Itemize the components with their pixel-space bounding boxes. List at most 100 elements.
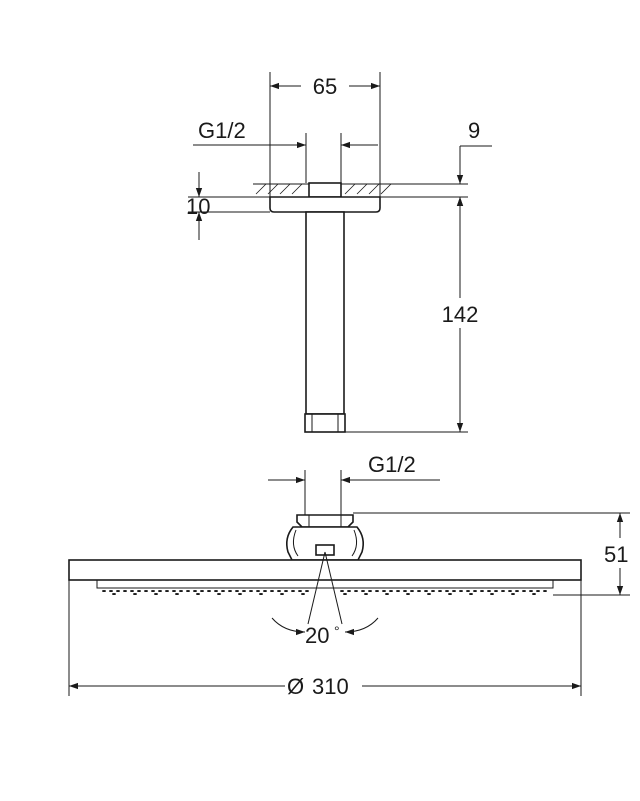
nozzle — [494, 590, 498, 592]
nozzle — [284, 590, 288, 592]
dim-142: 142 — [442, 302, 479, 327]
nozzle — [438, 590, 442, 592]
dim-51: 51 — [604, 542, 628, 567]
nozzle — [263, 590, 267, 592]
nozzle — [196, 593, 200, 595]
nozzle — [256, 590, 260, 592]
nozzle — [511, 593, 515, 595]
nozzle — [424, 590, 428, 592]
nozzle — [102, 590, 106, 592]
arm-tube — [305, 211, 345, 415]
nozzle — [431, 590, 435, 592]
nozzle — [410, 590, 414, 592]
nozzle — [228, 590, 232, 592]
spray-face — [96, 580, 554, 589]
nozzle — [396, 590, 400, 592]
nozzle — [238, 593, 242, 595]
nozzle — [291, 590, 295, 592]
nozzle — [347, 590, 351, 592]
nozzle — [487, 590, 491, 592]
nozzle — [532, 593, 536, 595]
dim-65: 65 — [313, 74, 337, 99]
nozzle — [277, 590, 281, 592]
nozzle — [480, 590, 484, 592]
nozzle — [515, 590, 519, 592]
nozzle — [179, 590, 183, 592]
thread-stub — [308, 182, 342, 198]
nozzle — [144, 590, 148, 592]
nozzle — [382, 590, 386, 592]
nozzle — [459, 590, 463, 592]
nozzle — [375, 590, 379, 592]
head-nut — [296, 514, 354, 528]
nozzle — [123, 590, 127, 592]
nozzle — [536, 590, 540, 592]
nozzle — [298, 590, 302, 592]
nozzle — [242, 590, 246, 592]
nozzle — [354, 590, 358, 592]
nozzle — [280, 593, 284, 595]
nozzle — [501, 590, 505, 592]
nozzle — [473, 590, 477, 592]
nozzle — [452, 590, 456, 592]
dim-310: 310 — [312, 674, 349, 699]
nozzle — [154, 593, 158, 595]
degree-symbol: ° — [334, 623, 340, 639]
nozzle — [343, 593, 347, 595]
dim-9: 9 — [468, 118, 480, 143]
nozzle — [490, 593, 494, 595]
dim-20: 20 — [305, 623, 329, 648]
diameter-symbol: Ø — [287, 674, 304, 699]
nozzle — [175, 593, 179, 595]
nozzle — [448, 593, 452, 595]
dim-g12-arm: G1/2 — [198, 118, 246, 143]
shower-plate — [68, 559, 582, 581]
nozzle — [116, 590, 120, 592]
dimension-arm-thread: G1/2 — [193, 118, 378, 183]
nozzle — [165, 590, 169, 592]
dimension-arm-length: 142 — [345, 197, 484, 433]
dimension-diameter: Ø 310 — [68, 580, 582, 699]
nozzle — [259, 593, 263, 595]
nozzle — [112, 593, 116, 595]
nozzle — [109, 590, 113, 592]
nozzle — [508, 590, 512, 592]
nozzle — [137, 590, 141, 592]
dimension-head-height: 51 — [353, 512, 636, 596]
nozzle — [301, 593, 305, 595]
nozzle — [522, 590, 526, 592]
nozzle — [305, 590, 309, 592]
nozzle — [466, 590, 470, 592]
dim-10: 10 — [186, 194, 210, 219]
nozzle — [529, 590, 533, 592]
nozzle — [445, 590, 449, 592]
nozzle — [193, 590, 197, 592]
dim-g12-head: G1/2 — [368, 452, 416, 477]
nozzle — [417, 590, 421, 592]
dimension-ceiling-depth: 10 — [186, 172, 270, 240]
center-nut — [315, 544, 335, 556]
nozzle — [406, 593, 410, 595]
nozzle — [270, 590, 274, 592]
nozzle — [364, 593, 368, 595]
nozzle — [133, 593, 137, 595]
nozzle — [130, 590, 134, 592]
nozzle — [427, 593, 431, 595]
nozzle — [186, 590, 190, 592]
nozzle — [200, 590, 204, 592]
nozzle — [158, 590, 162, 592]
nozzle — [217, 593, 221, 595]
nozzle — [340, 590, 344, 592]
dimension-head-thread: G1/2 — [268, 452, 440, 515]
nozzle — [469, 593, 473, 595]
arm-nut — [304, 413, 346, 433]
nozzle — [207, 590, 211, 592]
nozzle — [385, 593, 389, 595]
spray-nozzles — [102, 590, 547, 595]
nozzle — [389, 590, 393, 592]
nozzle — [249, 590, 253, 592]
nozzle — [235, 590, 239, 592]
nozzle — [543, 590, 547, 592]
nozzle — [403, 590, 407, 592]
